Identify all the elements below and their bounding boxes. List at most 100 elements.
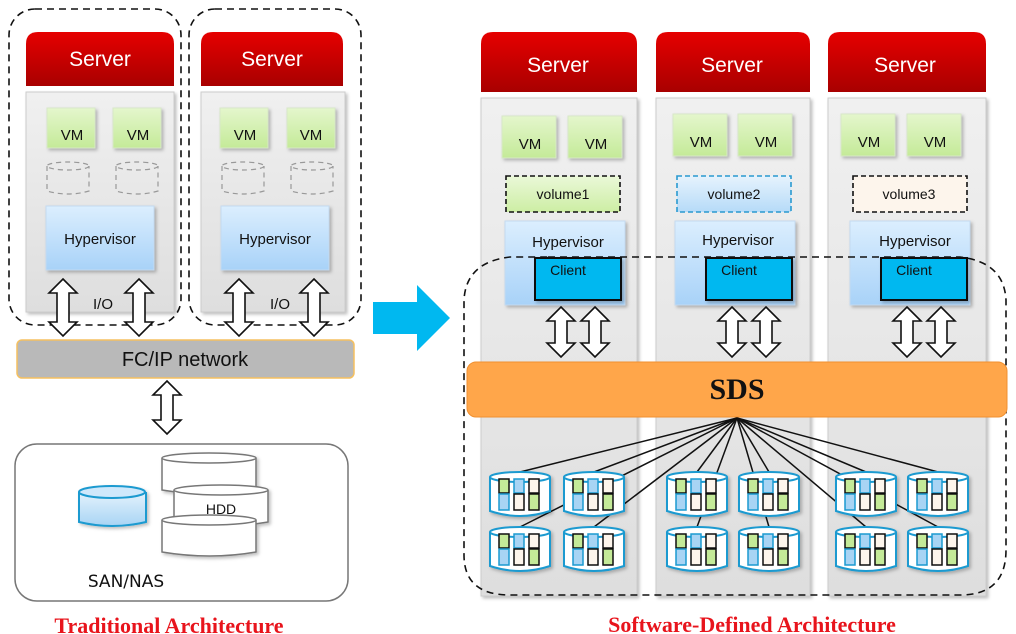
data-block (859, 533, 871, 549)
data-block (762, 493, 774, 511)
data-block (874, 548, 886, 566)
data-block (690, 548, 702, 566)
data-block (705, 533, 717, 549)
connection-line (696, 417, 738, 473)
vm-label: VM (924, 134, 947, 151)
double-arrow-icon (123, 277, 155, 338)
data-block (602, 548, 614, 566)
data-block (675, 533, 687, 549)
disk-icon (738, 526, 800, 572)
data-block (705, 478, 717, 494)
volume-box (676, 175, 792, 213)
data-block (528, 493, 540, 511)
server-group-outline (8, 8, 182, 326)
data-block (705, 548, 717, 566)
client-box (705, 257, 793, 301)
sds-cluster-outline (463, 256, 1007, 596)
data-block (859, 493, 871, 511)
vm-label: VM (61, 127, 84, 144)
data-block (498, 533, 510, 549)
double-arrow-icon (298, 277, 330, 338)
san-nas-label: SAN/NAS (88, 572, 164, 592)
vm-box (286, 107, 336, 149)
data-block (572, 548, 584, 566)
double-arrow-icon (151, 379, 183, 436)
data-block (931, 533, 943, 549)
traditional-caption: Traditional Architecture (54, 613, 283, 634)
client-box (534, 257, 622, 301)
data-block (931, 493, 943, 511)
vm-box (567, 115, 623, 159)
data-block (874, 493, 886, 511)
hypervisor-box (45, 205, 155, 271)
server-header (828, 32, 986, 92)
data-block (747, 493, 759, 511)
data-block (874, 478, 886, 494)
vm-box (46, 107, 96, 149)
volume-label: volume3 (883, 186, 936, 202)
server-header (26, 32, 174, 86)
data-block (572, 533, 584, 549)
connection-line (519, 417, 738, 528)
data-block (762, 533, 774, 549)
data-block (498, 548, 510, 566)
volume-box (852, 175, 968, 213)
double-arrow-icon (579, 305, 611, 359)
vm-label: VM (755, 134, 778, 151)
vm-label: VM (127, 127, 150, 144)
disk-icon (563, 526, 625, 572)
data-block (513, 493, 525, 511)
data-block (602, 478, 614, 494)
double-arrow-icon (925, 305, 957, 359)
hypervisor-box (220, 205, 330, 271)
hypervisor-label: Hypervisor (879, 233, 951, 250)
volume-label: volume2 (708, 186, 761, 202)
data-block (844, 493, 856, 511)
server-title: Server (701, 54, 763, 77)
storage-disks (489, 471, 969, 572)
double-arrow-icon (223, 277, 255, 338)
io-label: I/O (270, 296, 290, 313)
double-arrow-icon (545, 305, 577, 359)
server-title: Server (874, 54, 936, 77)
data-block (946, 493, 958, 511)
volume-label: volume1 (537, 186, 590, 202)
data-block (931, 478, 943, 494)
data-block (513, 548, 525, 566)
vm-box (219, 107, 269, 149)
data-block (777, 548, 789, 566)
connection-line (736, 417, 867, 473)
vm-box (112, 107, 162, 149)
vm-label: VM (690, 134, 713, 151)
disk-icon (666, 471, 728, 517)
hypervisor-label: Hypervisor (532, 234, 604, 251)
connection-line (736, 417, 939, 528)
data-block (946, 533, 958, 549)
sd-server-2 (655, 32, 811, 597)
data-block (859, 478, 871, 494)
double-arrow-icon (750, 305, 782, 359)
data-block (528, 478, 540, 494)
virtual-disk-icon (46, 161, 90, 195)
disk-icon (563, 471, 625, 517)
connection-line (593, 417, 738, 473)
disk-icon (907, 526, 969, 572)
hdd-stack-icon (161, 452, 269, 557)
connection-line (736, 417, 939, 473)
data-block (675, 478, 687, 494)
disk-icon (835, 471, 897, 517)
vm-box (840, 113, 896, 157)
traditional-server-2: Server VM VM Hypervisor I/O (200, 32, 346, 313)
virtual-disk-icon (221, 161, 265, 195)
server-group-outline (188, 8, 362, 326)
data-block (675, 493, 687, 511)
server-header (481, 32, 637, 92)
disk-icon (835, 526, 897, 572)
data-block (602, 493, 614, 511)
vm-label: VM (300, 127, 323, 144)
data-block (916, 478, 928, 494)
fc-ip-network-bar (16, 339, 355, 379)
client-box (880, 257, 968, 301)
data-block (916, 533, 928, 549)
